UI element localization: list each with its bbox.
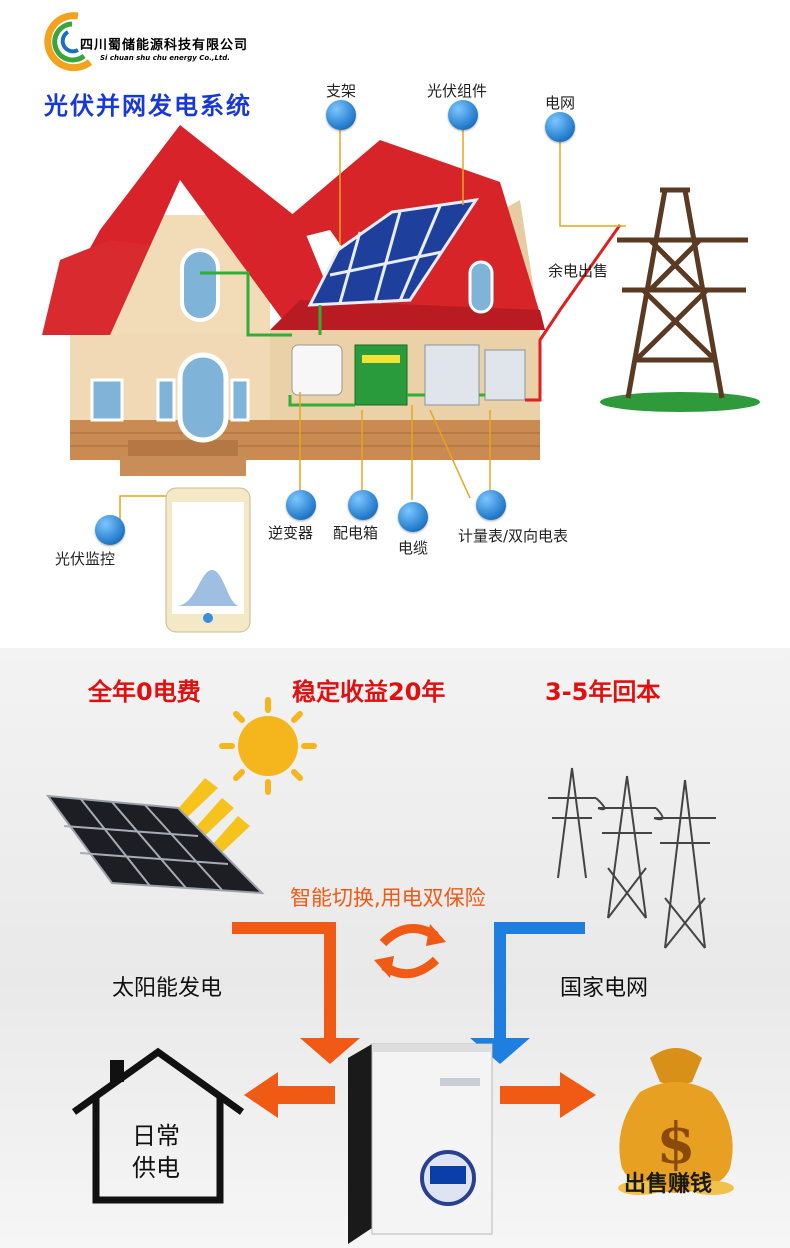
energy-flow-diagram: $ bbox=[45, 697, 734, 1244]
power-towers-icon bbox=[548, 767, 716, 949]
label-grid: 电网 bbox=[545, 94, 576, 112]
label-distribution-box: 配电箱 bbox=[333, 524, 379, 542]
switch-text: 智能切换,用电双保险 bbox=[290, 886, 486, 910]
label-cable: 电缆 bbox=[398, 539, 429, 557]
inverter-icon bbox=[286, 490, 316, 520]
meter-box-2 bbox=[484, 349, 526, 401]
label-inverter: 逆变器 bbox=[268, 524, 314, 542]
pv-system-diagram: 四川蜀储能源科技有限公司 Si chuan shu chu energy Co.… bbox=[42, 12, 760, 633]
slogan-3: 3-5年回本 bbox=[545, 678, 661, 706]
pv-module-icon bbox=[448, 100, 478, 130]
house-icon bbox=[71, 1047, 245, 1204]
solar-panel-icon bbox=[45, 794, 265, 895]
house-label-line1: 日常 bbox=[132, 1122, 180, 1150]
label-meter: 计量表/双向电表 bbox=[458, 527, 569, 545]
company-name-cn: 四川蜀储能源科技有限公司 bbox=[80, 38, 249, 53]
house-illustration bbox=[42, 125, 760, 633]
money-bag-icon: $ bbox=[618, 1048, 734, 1195]
benefits-section: 全年0电费 稳定收益20年 3-5年回本 bbox=[0, 648, 790, 1248]
grid-label: 国家电网 bbox=[560, 976, 649, 1001]
monitor-phone bbox=[165, 487, 251, 633]
page-title: 光伏并网发电系统 bbox=[44, 92, 252, 120]
label-bracket: 支架 bbox=[326, 82, 357, 100]
roof-solar-panels bbox=[307, 198, 480, 307]
house-label-line2: 供电 bbox=[132, 1154, 180, 1182]
distribution-box-unit bbox=[354, 344, 408, 406]
company-name-en: Si chuan shu chu energy Co.,Ltd. bbox=[100, 54, 230, 62]
inverter-device-icon bbox=[348, 1043, 493, 1244]
distribution-box-icon bbox=[348, 490, 378, 520]
svg-text:$: $ bbox=[657, 1111, 696, 1177]
company-logo bbox=[44, 12, 93, 72]
label-monitor: 光伏监控 bbox=[55, 550, 116, 568]
slogan-2: 稳定收益20年 bbox=[292, 678, 446, 706]
label-pv-module: 光伏组件 bbox=[427, 82, 488, 100]
bracket-icon bbox=[326, 100, 356, 130]
sun-icon bbox=[170, 697, 317, 860]
solar-label: 太阳能发电 bbox=[112, 976, 223, 1001]
meter-box-1 bbox=[424, 344, 480, 406]
label-surplus-sale: 余电出售 bbox=[548, 262, 609, 280]
meter-icon bbox=[476, 490, 506, 520]
sell-label: 出售赚钱 bbox=[624, 1172, 713, 1197]
slogan-1: 全年0电费 bbox=[88, 678, 201, 706]
switch-arrows-icon bbox=[374, 924, 446, 979]
transmission-tower bbox=[617, 187, 748, 399]
inverter-unit bbox=[291, 344, 343, 396]
cable-icon bbox=[398, 502, 428, 532]
grid-icon bbox=[545, 112, 575, 142]
monitor-icon bbox=[95, 515, 125, 545]
